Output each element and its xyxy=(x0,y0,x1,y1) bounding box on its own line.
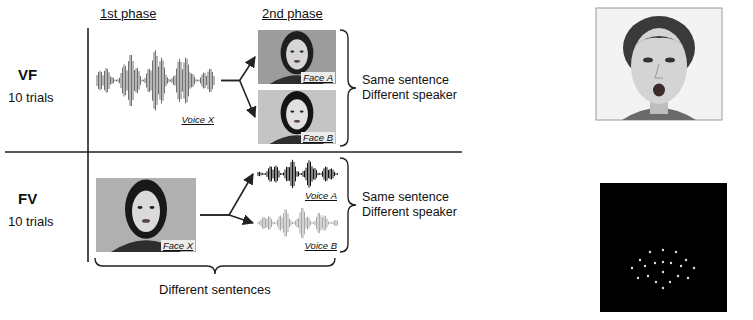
voice-stimulus: Voice X xyxy=(95,48,217,126)
face xyxy=(132,191,160,232)
divider-line xyxy=(5,151,462,153)
waveform-picture xyxy=(95,48,217,113)
dark-panel xyxy=(600,183,727,312)
photo-background xyxy=(96,178,196,252)
eye xyxy=(300,111,304,113)
waveform-picture xyxy=(256,158,340,190)
label-holder: 10 trials xyxy=(8,214,54,230)
face xyxy=(631,28,687,104)
condition-name: FV xyxy=(18,190,37,208)
eye xyxy=(290,51,294,53)
arrow-connector xyxy=(221,57,255,81)
mouth xyxy=(294,60,300,63)
stimulus-label: Voice B xyxy=(303,240,339,251)
light-dots xyxy=(631,249,695,289)
arrow-connector xyxy=(200,174,253,215)
label-holder: 10 trials xyxy=(8,90,54,106)
face xyxy=(286,39,308,69)
annotation-text: Same sentence Different speaker xyxy=(362,190,474,220)
photo-frame xyxy=(596,8,722,120)
face-stimulus: Face X xyxy=(96,178,196,252)
eye xyxy=(665,58,675,63)
stimulus-label: Voice X xyxy=(180,114,216,125)
voice-stimulus: Voice A xyxy=(256,158,340,202)
voice-stimulus: Voice B xyxy=(256,206,340,252)
waveform xyxy=(258,160,338,188)
face xyxy=(286,99,308,129)
label-holder: Same sentence Different speaker xyxy=(362,190,474,220)
waveform-picture xyxy=(256,206,340,240)
face-stimulus: Face B xyxy=(258,90,336,144)
waveform xyxy=(258,208,338,239)
phase-heading: 1st phase xyxy=(100,6,156,22)
face-photo xyxy=(596,8,722,120)
mouth xyxy=(142,219,150,223)
stimulus-label: Voice A xyxy=(303,190,339,201)
arrow-connector xyxy=(221,81,255,118)
fringe xyxy=(634,36,684,46)
curly-brace xyxy=(340,158,356,252)
label-holder: FV xyxy=(18,190,37,208)
eye xyxy=(300,51,304,53)
label-holder: 2nd phase xyxy=(262,6,323,22)
label-holder: Different sentences xyxy=(159,282,271,298)
annotation-text: Same sentence Different speaker xyxy=(362,73,474,103)
phase-heading: 2nd phase xyxy=(262,6,323,22)
eye xyxy=(150,206,155,209)
condition-name: VF xyxy=(18,66,37,84)
annotation-text: 10 trials xyxy=(8,90,54,106)
waveform xyxy=(97,50,214,110)
nose xyxy=(655,64,663,78)
eye xyxy=(290,111,294,113)
label-holder: Same sentence Different speaker xyxy=(362,73,474,103)
point-light-display xyxy=(600,183,727,312)
photo-background xyxy=(258,90,336,144)
curly-brace xyxy=(340,30,356,146)
stimulus-label: Face A xyxy=(301,72,335,83)
photo-background xyxy=(258,30,336,84)
mouth xyxy=(294,120,300,123)
arrow-connector xyxy=(200,215,253,223)
stimulus-label: Face X xyxy=(161,240,195,251)
label-holder: VF xyxy=(18,66,37,84)
curly-brace xyxy=(95,258,335,274)
hair xyxy=(125,179,167,238)
axis-line xyxy=(87,28,89,262)
hair xyxy=(281,31,314,74)
face-stimulus: Face A xyxy=(258,30,336,84)
annotation-text: 10 trials xyxy=(8,214,54,230)
eye xyxy=(643,58,653,63)
eye xyxy=(138,206,143,209)
hair xyxy=(281,91,314,134)
mouth xyxy=(653,84,665,97)
label-holder: 1st phase xyxy=(100,6,156,22)
annotation-text: Different sentences xyxy=(159,282,271,298)
stimulus-label: Face B xyxy=(301,132,335,143)
